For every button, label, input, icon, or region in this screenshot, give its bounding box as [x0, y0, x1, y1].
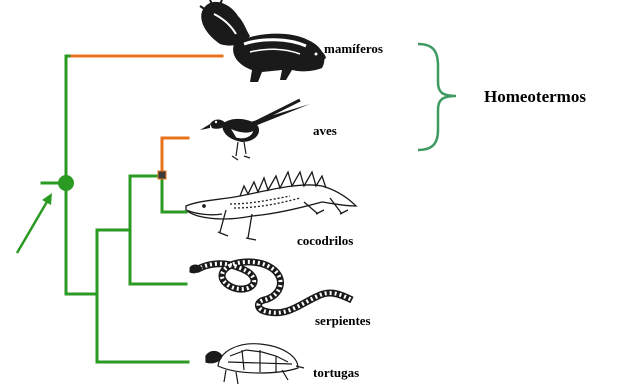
label-tortugas: tortugas	[313, 366, 359, 379]
homeotherm-brace	[418, 44, 456, 150]
label-mamiferos: mamíferos	[324, 42, 383, 55]
snake-icon	[190, 262, 352, 313]
crocodile-icon	[186, 172, 356, 240]
skunk-icon	[200, 0, 326, 82]
label-homeotermos: Homeotermos	[484, 88, 586, 105]
label-serpientes: serpientes	[315, 314, 371, 327]
ancestral-node	[58, 175, 74, 191]
turtle-icon	[206, 344, 304, 384]
archosaur-node-marker	[158, 171, 166, 179]
label-aves: aves	[313, 124, 337, 137]
magpie-icon	[200, 100, 310, 160]
label-cocodrilos: cocodrilos	[297, 234, 353, 247]
origin-arrow	[17, 193, 52, 253]
